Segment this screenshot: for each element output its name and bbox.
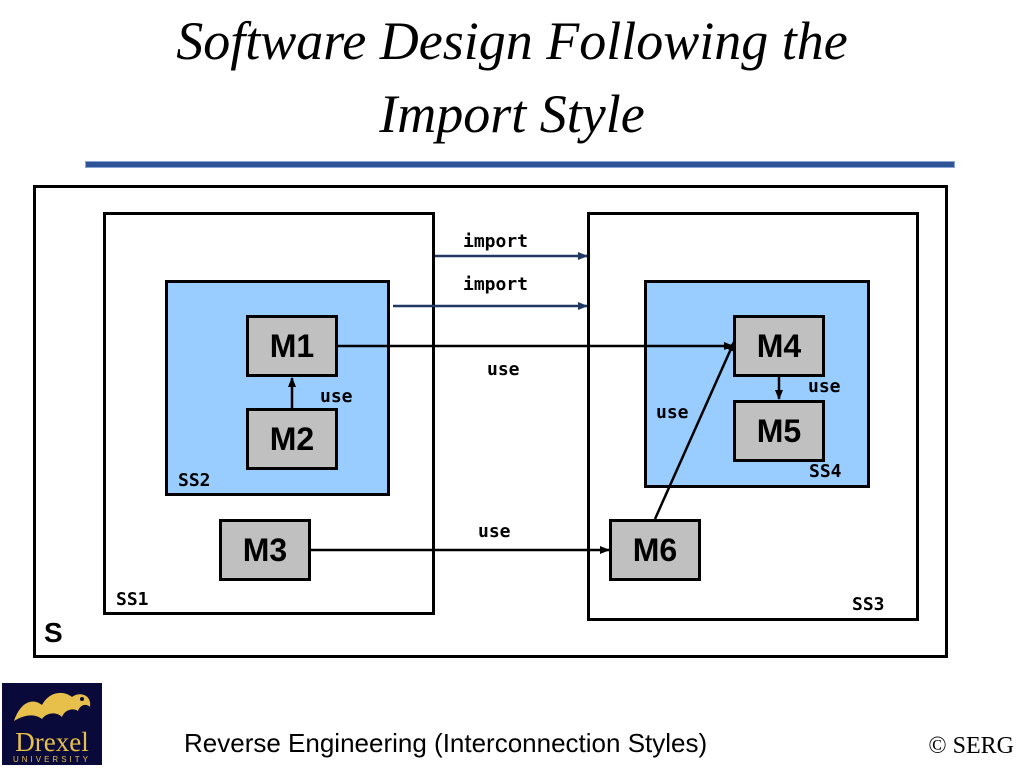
logo-subtext: UNIVERSITY	[12, 755, 91, 764]
subsystem-ss1-label: SS1	[116, 589, 149, 610]
drexel-logo: Drexel UNIVERSITY	[2, 683, 102, 765]
footer-text: Reverse Engineering (Interconnection Sty…	[184, 728, 708, 758]
module-m4: M4	[733, 315, 825, 377]
subsystem-ss3-label: SS3	[852, 594, 885, 615]
edge-label-import-second: import	[463, 274, 529, 295]
title-rule	[85, 161, 955, 168]
module-m5: M5	[733, 400, 825, 462]
subsystem-ss4-label: SS4	[809, 461, 842, 482]
slide-title-line-1: Software Design Following the	[176, 11, 848, 71]
edge-label-m6-m4: use	[656, 402, 689, 423]
logo-wordmark: Drexel	[15, 727, 89, 757]
module-m3: M3	[219, 519, 311, 581]
subsystem-ss2-label: SS2	[178, 470, 211, 491]
edge-label-import-top: import	[463, 231, 529, 252]
slide-title-line-2: Import Style	[379, 84, 645, 144]
footer-copyright: © SERG	[928, 733, 1014, 759]
edge-label-m3-m6: use	[478, 521, 511, 542]
edge-label-m2-m1: use	[320, 386, 353, 407]
system-s-label: S	[44, 617, 63, 648]
dragon-icon	[14, 692, 91, 721]
edge-label-m4-m5: use	[808, 376, 841, 397]
module-m1: M1	[246, 315, 338, 377]
module-m2: M2	[246, 408, 338, 470]
module-m6: M6	[609, 519, 701, 581]
edge-label-m1-m4: use	[487, 359, 520, 380]
